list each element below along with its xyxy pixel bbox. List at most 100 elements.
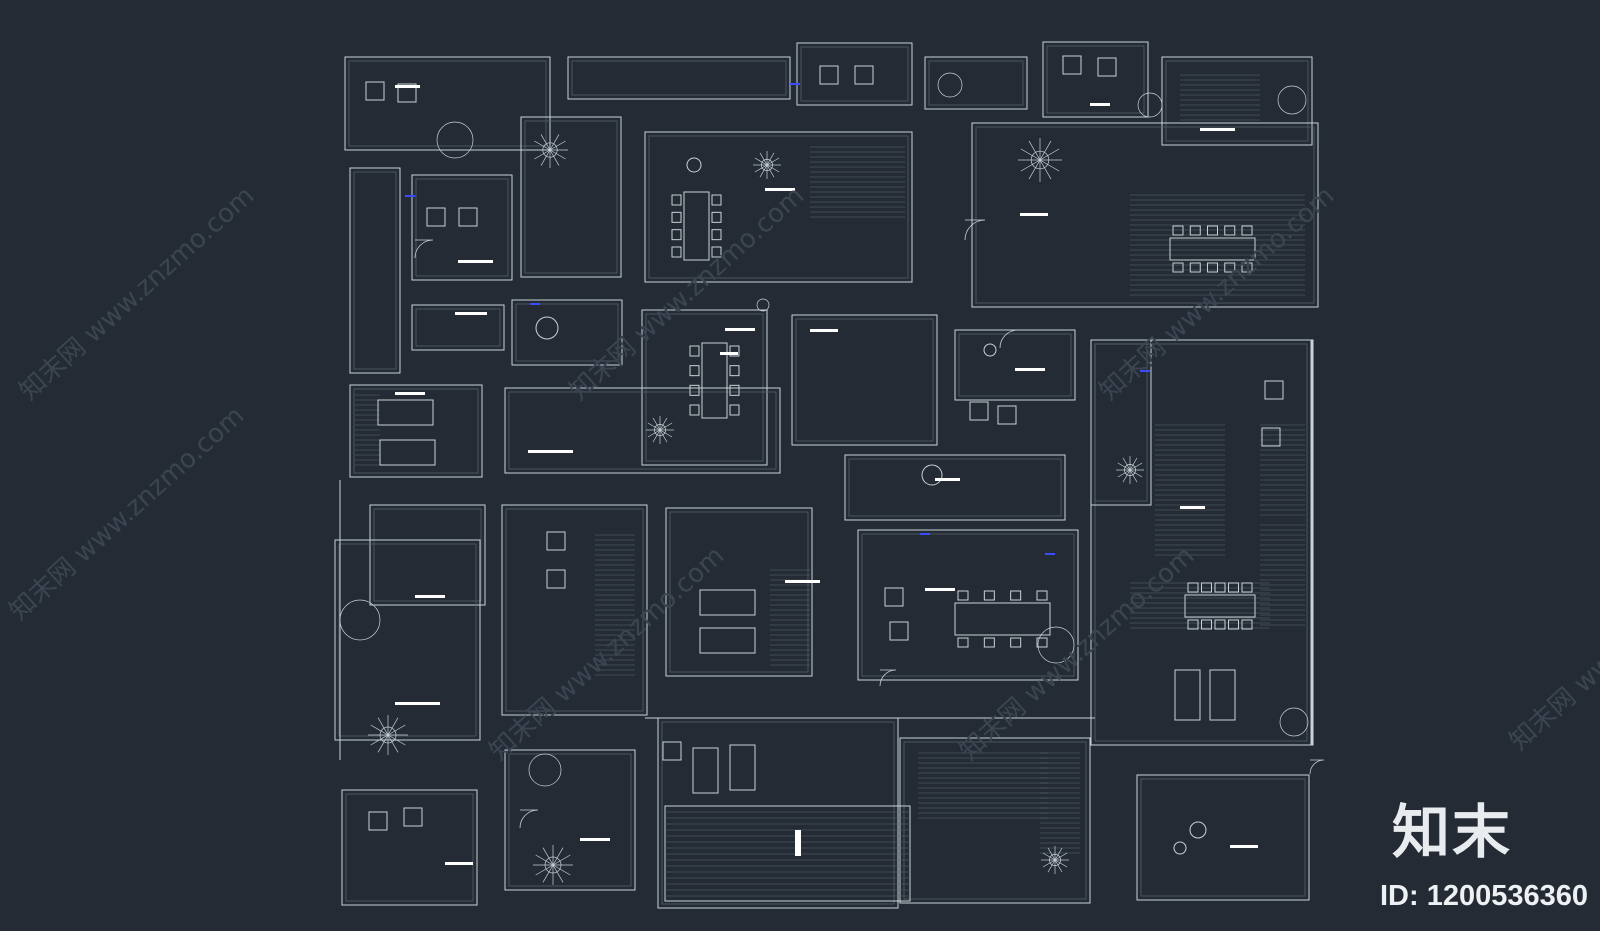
room-label-mark <box>395 392 425 395</box>
dining-table <box>701 342 728 419</box>
room-outline <box>1090 339 1152 506</box>
inner-wall-outline <box>508 391 777 470</box>
plant-symbol <box>387 734 406 746</box>
dining-chair <box>1214 619 1226 630</box>
armchair <box>884 587 904 607</box>
armchair <box>458 207 478 227</box>
blue-accent-mark <box>920 533 930 535</box>
tree-canopy <box>436 121 474 159</box>
door-swing <box>964 219 986 241</box>
plant-symbol <box>387 724 406 736</box>
plant-symbol <box>1039 159 1052 180</box>
tree-canopy <box>1279 707 1309 737</box>
plant-symbol <box>1054 859 1068 868</box>
plant-symbol <box>387 734 399 753</box>
inner-wall-outline <box>373 508 482 602</box>
armchair <box>819 65 839 85</box>
dining-chair <box>983 590 995 601</box>
plant-symbol <box>377 734 389 753</box>
bed <box>692 747 719 794</box>
pool-ladder-mark <box>795 830 801 856</box>
plant-symbol <box>1047 859 1056 873</box>
plant-symbol <box>1042 859 1056 868</box>
room-outline <box>349 384 483 478</box>
watermark-brand: 知末 <box>1391 798 1512 866</box>
room-label-mark <box>528 450 573 453</box>
room-outline <box>341 789 478 906</box>
plant-symbol <box>535 854 554 866</box>
inner-wall-outline <box>348 60 547 147</box>
plant-symbol <box>1039 140 1052 161</box>
dining-chair <box>1224 225 1236 236</box>
plant-symbol <box>552 854 571 866</box>
dining-chair <box>1224 262 1236 273</box>
room-label-mark <box>765 188 795 191</box>
plant-symbol <box>766 164 780 173</box>
dining-chair <box>1241 582 1253 593</box>
plant-symbol <box>1028 140 1041 161</box>
plant-symbol <box>1028 159 1041 180</box>
plant-symbol <box>552 864 564 883</box>
dining-chair <box>983 637 995 648</box>
round-table <box>1189 821 1207 839</box>
plant-symbol <box>370 724 389 736</box>
armchair <box>365 81 385 101</box>
plant-symbol <box>759 152 768 166</box>
plant-symbol <box>654 424 666 436</box>
plant-symbol <box>534 140 551 151</box>
dining-chair <box>1201 619 1212 630</box>
room-label-mark <box>580 838 610 841</box>
plant-symbol <box>1117 469 1131 478</box>
armchair <box>368 811 388 831</box>
plant-symbol <box>535 864 554 876</box>
room-outline <box>644 131 913 283</box>
dining-chair <box>1172 262 1184 273</box>
plant-symbol <box>766 152 775 166</box>
plant-symbol <box>1122 457 1131 471</box>
inner-wall-outline <box>848 458 1062 517</box>
plant-symbol <box>1129 469 1143 478</box>
blue-accent-mark <box>1045 553 1055 555</box>
room-outline <box>1161 56 1313 146</box>
room-label-mark <box>1230 845 1258 848</box>
door-swing <box>999 329 1019 349</box>
dining-chair <box>1187 582 1199 593</box>
inner-wall-outline <box>415 308 501 347</box>
round-table <box>921 464 943 486</box>
dining-chair <box>1201 582 1212 593</box>
room-label-mark <box>1020 213 1048 216</box>
room-outline <box>411 174 513 281</box>
dining-chair <box>711 246 722 258</box>
room-label-mark <box>720 352 738 355</box>
bed <box>379 439 436 466</box>
plant-symbol <box>659 429 668 443</box>
plant-symbol <box>549 149 566 160</box>
inner-wall-outline <box>800 46 909 102</box>
room-label-mark <box>458 260 493 263</box>
plant-symbol <box>534 149 551 160</box>
room-label-mark <box>810 329 838 332</box>
dining-chair <box>671 229 682 241</box>
inner-wall-outline <box>353 388 479 474</box>
armchair <box>546 531 566 551</box>
bed <box>377 399 434 426</box>
room-label-mark <box>445 862 473 865</box>
blue-accent-mark <box>405 195 415 197</box>
plant-symbol <box>659 422 673 431</box>
plant-symbol <box>761 159 773 171</box>
swimming-pool <box>664 805 911 902</box>
room-label-mark <box>395 85 420 88</box>
dining-chair <box>1036 590 1048 601</box>
plant-symbol <box>647 429 661 438</box>
door-swing <box>1309 759 1325 775</box>
room-outline <box>520 116 622 278</box>
watermark-id: ID: 1200536360 <box>1380 880 1588 912</box>
room-outline <box>791 314 938 446</box>
plant-symbol <box>1039 159 1060 172</box>
dining-table <box>954 602 1051 636</box>
room-outline <box>349 167 401 374</box>
plant-symbol <box>1042 852 1056 861</box>
plant-symbol <box>1049 854 1061 866</box>
inner-wall-outline <box>505 508 644 712</box>
dining-chair <box>1187 619 1199 630</box>
